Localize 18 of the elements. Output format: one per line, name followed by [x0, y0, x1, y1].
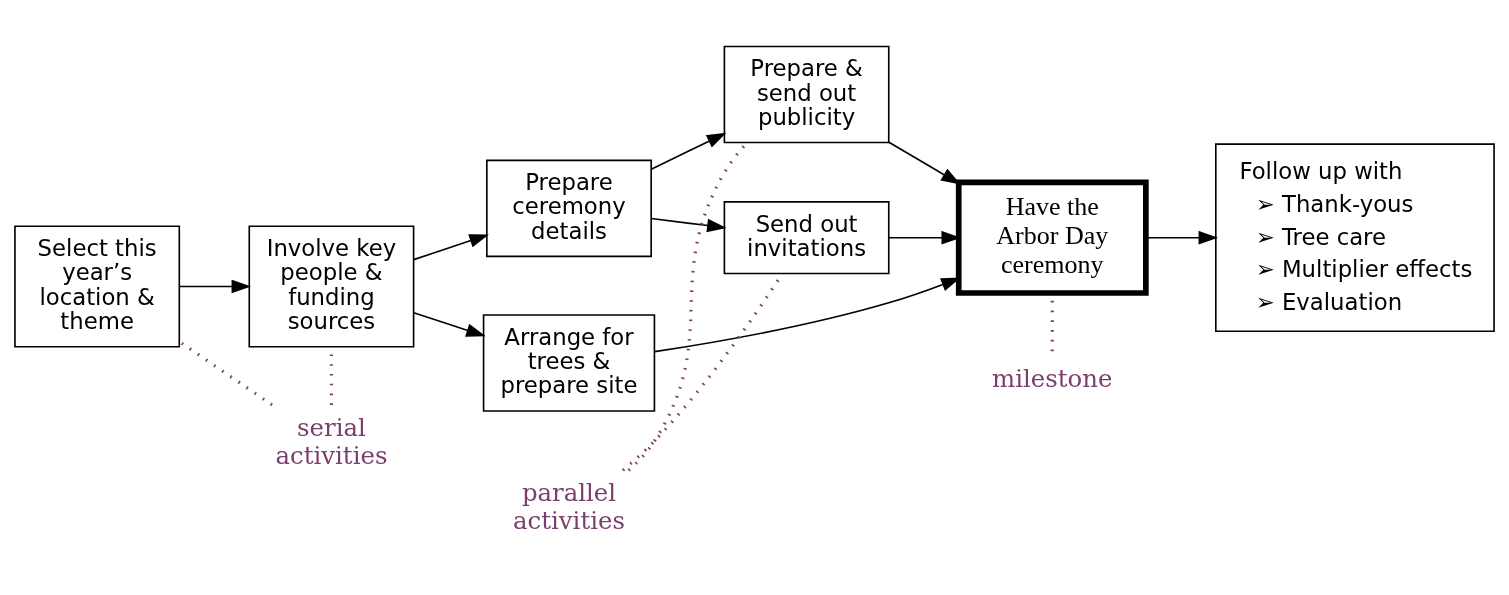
node-box: Prepare & send out publicity — [723, 45, 890, 144]
node-box: Involve key people & funding sources — [248, 225, 415, 348]
arrow — [412, 234, 489, 261]
node-box: Arrange for trees & prepare site — [482, 314, 656, 412]
arrow — [412, 312, 486, 337]
connector — [178, 340, 273, 407]
arrow — [650, 217, 727, 233]
node-box: Have the Arbor Day ceremony — [955, 179, 1149, 296]
node-box: Select this year’s location & theme — [14, 225, 181, 348]
arrow — [1145, 230, 1219, 245]
node-text: parallel activities — [513, 478, 625, 535]
arrow — [650, 132, 727, 171]
node-text: milestone — [992, 363, 1113, 393]
node-text: serial activities — [275, 413, 388, 470]
node-box: Send out invitations — [723, 201, 890, 275]
node-box: Prepare ceremony details — [486, 159, 652, 258]
arrow — [178, 279, 252, 294]
node-box: Follow up with ➢ Thank-yous ➢ Tree care ➢ Multiplier effects ➢ Evaluation — [1215, 143, 1495, 333]
